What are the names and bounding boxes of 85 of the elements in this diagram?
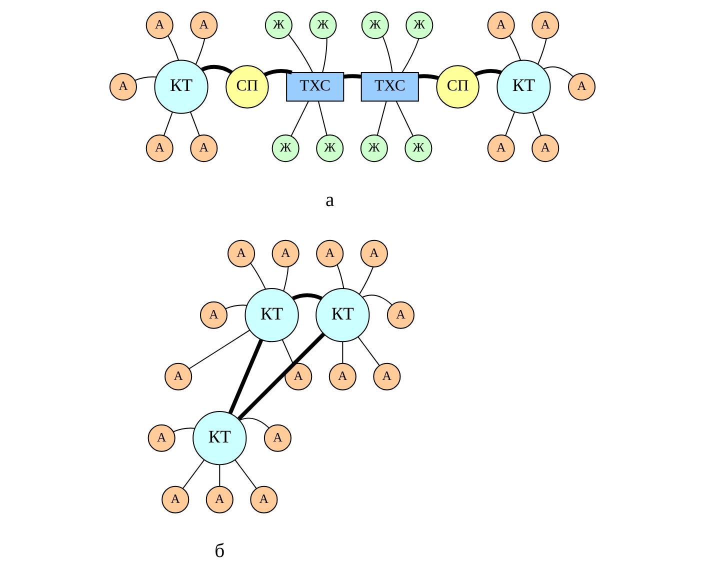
- node-circle: КТ: [496, 60, 551, 114]
- connector: [396, 100, 414, 136]
- connector: [382, 36, 393, 74]
- connector: [228, 338, 264, 414]
- node-circle: Ж: [360, 134, 388, 162]
- node-circle: А: [206, 486, 234, 514]
- connector: [342, 341, 344, 364]
- connector: [376, 100, 387, 136]
- node-circle: А: [316, 240, 344, 268]
- connector: [418, 74, 439, 80]
- node-circle: А: [373, 362, 401, 390]
- connector: [134, 76, 157, 81]
- connector: [237, 332, 326, 420]
- connector: [182, 459, 205, 489]
- node-circle: А: [532, 134, 560, 162]
- connector: [172, 428, 196, 432]
- connector: [234, 459, 257, 489]
- node-circle: А: [190, 12, 218, 40]
- connector: [318, 100, 328, 136]
- node-circle: А: [532, 12, 560, 40]
- connector: [358, 266, 374, 295]
- connector: [509, 35, 522, 61]
- node-circle: Ж: [406, 12, 434, 40]
- node-circle: Ж: [361, 12, 389, 40]
- node-circle: СП: [436, 65, 480, 108]
- connector: [358, 336, 380, 366]
- connector: [195, 38, 206, 65]
- connector: [402, 38, 420, 73]
- connector: [538, 38, 547, 65]
- node-circle: А: [190, 134, 218, 162]
- node-circle: Ж: [264, 12, 292, 40]
- connector: [505, 112, 516, 136]
- connector: [543, 66, 574, 77]
- node-circle: КТ: [316, 288, 370, 342]
- node-circle: Ж: [309, 12, 337, 40]
- node-circle: А: [148, 424, 176, 452]
- node-circle: Ж: [272, 134, 300, 162]
- node-circle: А: [328, 362, 356, 390]
- connector: [188, 330, 250, 370]
- connector: [225, 304, 248, 310]
- node-box: ТХС: [286, 72, 344, 102]
- connector: [343, 74, 362, 79]
- node-circle: А: [162, 486, 190, 514]
- connector: [292, 293, 322, 300]
- node-circle: А: [109, 73, 137, 101]
- node-circle: А: [487, 12, 515, 40]
- node-circle: Ж: [404, 134, 432, 162]
- node-circle: КТ: [192, 411, 247, 466]
- node-circle: А: [250, 486, 278, 514]
- connector: [532, 112, 542, 136]
- node-circle: А: [200, 301, 228, 329]
- connector: [250, 262, 266, 290]
- node-circle: А: [568, 73, 596, 101]
- node-box: ТХС: [360, 72, 419, 102]
- connector: [163, 112, 173, 136]
- connector: [264, 69, 292, 76]
- connector: [282, 339, 294, 365]
- connector: [239, 418, 270, 428]
- node-circle: А: [284, 362, 312, 390]
- node-circle: А: [164, 362, 192, 390]
- node-circle: А: [264, 424, 292, 452]
- connector: [474, 69, 502, 76]
- label: б: [214, 540, 225, 562]
- connector: [190, 112, 200, 136]
- node-circle: Ж: [316, 134, 344, 162]
- node-circle: КТ: [244, 288, 299, 342]
- node-circle: А: [272, 240, 300, 268]
- connector: [322, 38, 328, 73]
- label: а: [326, 188, 334, 211]
- node-circle: А: [386, 301, 414, 329]
- node-circle: А: [146, 12, 174, 40]
- node-circle: КТ: [154, 60, 208, 114]
- connector: [219, 464, 220, 487]
- node-circle: А: [146, 134, 174, 162]
- connector: [288, 34, 313, 73]
- connector: [201, 64, 233, 74]
- node-circle: А: [487, 134, 515, 162]
- node-circle: А: [360, 240, 388, 268]
- connector: [362, 294, 392, 306]
- connector: [168, 35, 180, 61]
- connector: [290, 100, 309, 136]
- node-circle: А: [228, 240, 256, 268]
- connector: [336, 264, 344, 290]
- node-circle: СП: [226, 65, 269, 108]
- connector: [283, 266, 289, 292]
